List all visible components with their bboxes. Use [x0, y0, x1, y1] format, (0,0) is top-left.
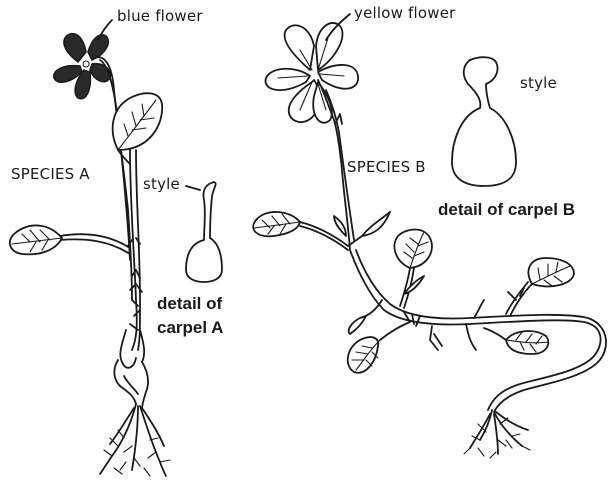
yellow-flower-label: yellow flower: [354, 4, 456, 22]
yellow-flower-drawing: [265, 23, 358, 123]
detail-carpel-a-line2: carpel A: [157, 318, 223, 338]
blue-flower-label: blue flower: [117, 7, 203, 25]
style-a-label: style: [143, 175, 180, 193]
carpel-b-drawing: [452, 57, 516, 186]
species-a-label: SPECIES A: [11, 165, 90, 183]
style-a-leader: [186, 186, 200, 190]
blue-flower-drawing: [54, 34, 111, 99]
style-b-label: style: [520, 74, 557, 92]
detail-carpel-b-label: detail of carpel B: [438, 200, 575, 220]
species-b-label: SPECIES B: [347, 158, 426, 176]
detail-carpel-a-line1: detail of: [157, 294, 222, 314]
carpel-a-drawing: [186, 182, 222, 282]
species-a-plant: [10, 34, 170, 476]
